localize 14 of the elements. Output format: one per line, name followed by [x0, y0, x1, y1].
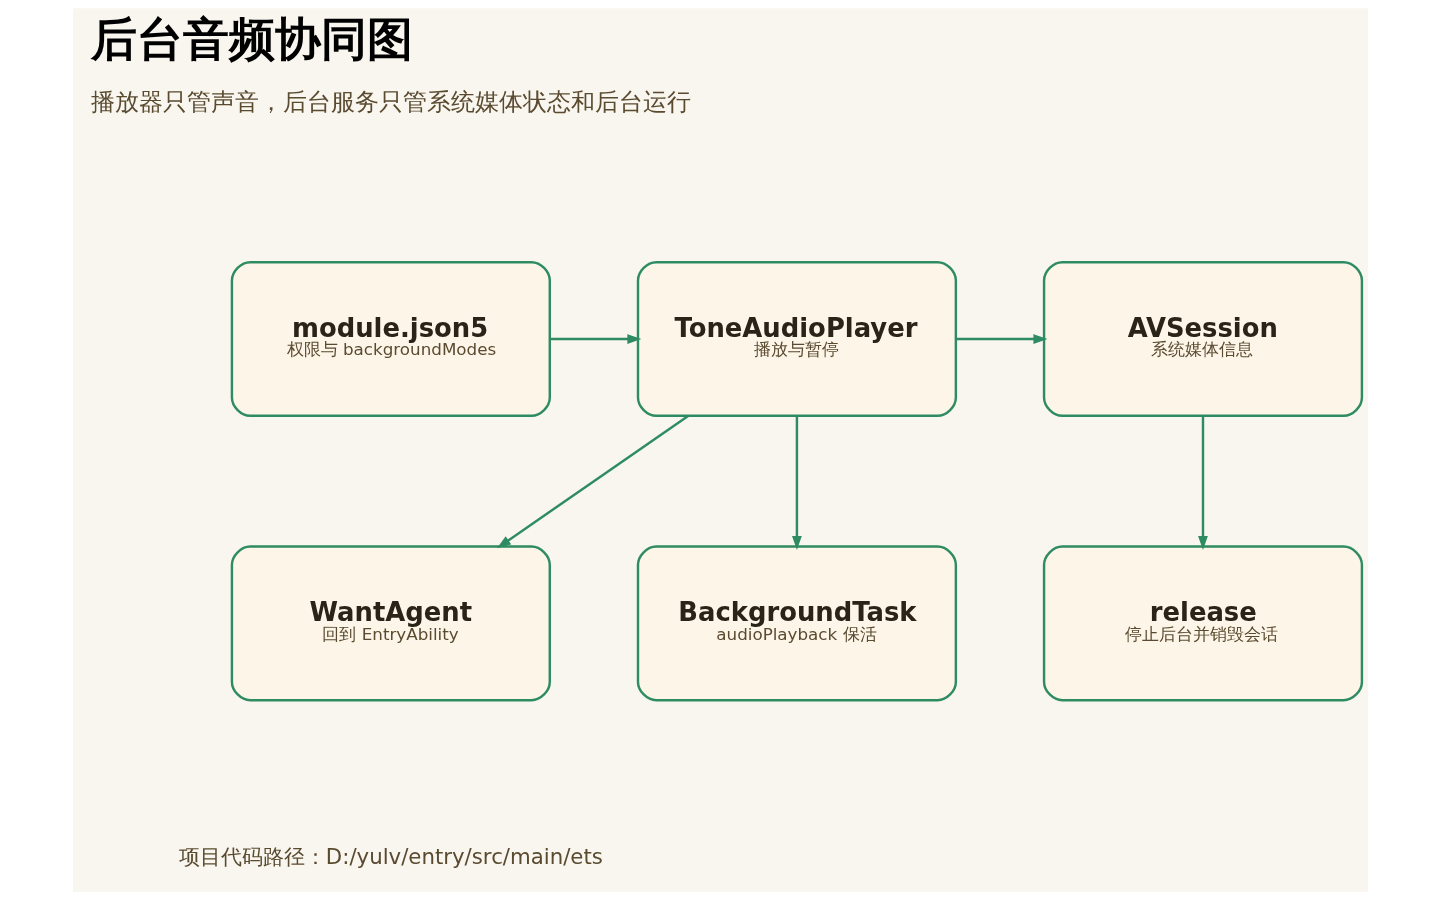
- diagram-title: 后台音频协同图: [90, 13, 413, 67]
- arrow: [549, 334, 641, 344]
- node-box: ToneAudioPlayer 播放与暂停: [636, 260, 957, 417]
- node-box: WantAgent 回到 EntryAbility: [230, 545, 551, 702]
- node-box: release 停止后台并销毁会话: [1042, 545, 1363, 702]
- arrow: [955, 334, 1047, 344]
- label: 项目代码路径：D:/yulv/entry/src/main/ets: [178, 843, 603, 869]
- node-box: AVSession 系统媒体信息: [1042, 260, 1363, 417]
- label: 播放器只管声音，后台服务只管系统媒体状态和后台运行: [90, 86, 691, 116]
- node-box: BackgroundTask audioPlayback 保活: [636, 545, 957, 702]
- node-box: module.json5 权限与 backgroundModes: [230, 260, 551, 417]
- arrow: [791, 415, 802, 550]
- arrow: [1197, 415, 1208, 550]
- arrow: [496, 414, 689, 549]
